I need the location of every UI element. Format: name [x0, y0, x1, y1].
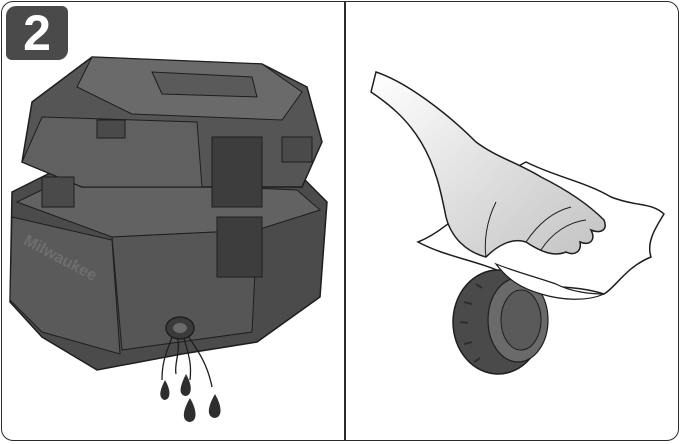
droplet-icon [181, 374, 191, 396]
droplet-icon [160, 380, 169, 400]
hand-icon [371, 72, 605, 257]
step-number-badge: 2 [6, 6, 68, 60]
wiping-cap-icon [346, 2, 679, 441]
water-droplets [160, 374, 220, 422]
toolbox-draining-icon: Milwaukee [2, 2, 344, 441]
droplet-icon [184, 398, 196, 422]
drain-plug [166, 317, 194, 339]
left-panel: 2 Milwaukee [2, 2, 344, 440]
right-panel [346, 2, 679, 440]
droplet-icon [209, 394, 221, 418]
